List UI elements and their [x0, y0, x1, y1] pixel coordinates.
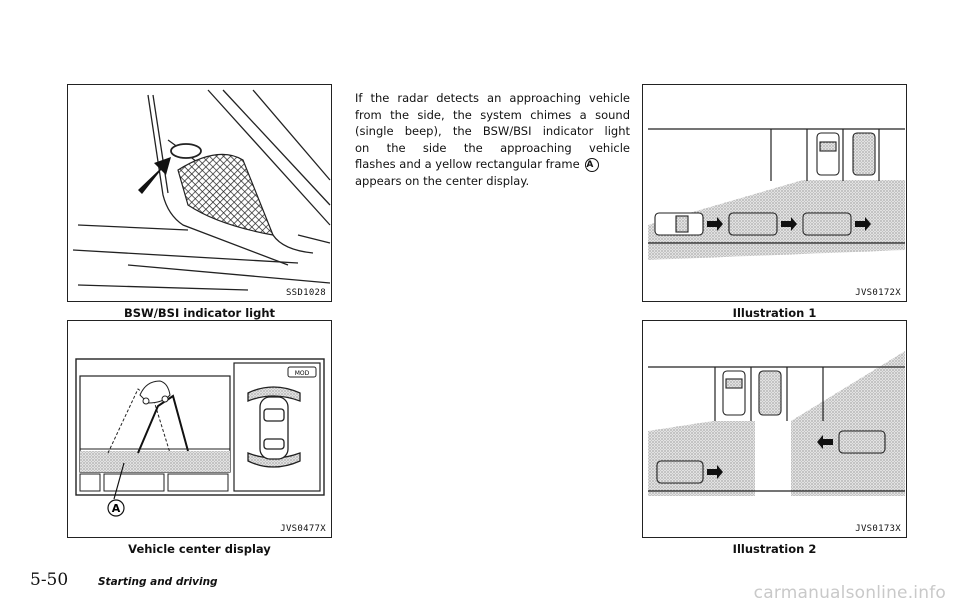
center-display-illustration: A MOD: [75, 358, 325, 517]
figure-bsw-indicator: SSD1028: [67, 84, 332, 302]
figure-caption: Illustration 1: [732, 306, 817, 320]
figure-center-display: A MOD JVS0477X: [67, 320, 332, 538]
body-line: If the radar detects an approaching vehi…: [355, 91, 630, 105]
figure-code: JVS0477X: [280, 524, 326, 534]
watermark: carmanualsonline.info: [753, 583, 946, 603]
body-line: appears on the center display.: [355, 173, 530, 188]
body-line: on the side the approaching vehicle: [355, 140, 630, 155]
body-line: from the side, the system chimes a sound: [355, 107, 630, 122]
illustration-2-drawing: [648, 351, 905, 496]
marker-a: A: [585, 158, 600, 172]
figure-illustration-2: JVS0173X: [642, 320, 907, 538]
figure-code: JVS0172X: [855, 288, 901, 298]
body-line: flashes and a yellow rectangular frame A: [355, 156, 630, 173]
label-a-marker: A: [112, 502, 121, 515]
mod-label: MOD: [295, 370, 310, 377]
figure-caption: BSW/BSI indicator light: [123, 306, 276, 320]
body-text: If the radar detects an approaching vehi…: [355, 90, 630, 189]
body-line: (single beep), the BSW/BSI indicator lig…: [355, 124, 630, 138]
figure-code: SSD1028: [285, 288, 326, 298]
page-number: 5-50: [30, 570, 69, 590]
figure-caption: Vehicle center display: [128, 542, 271, 556]
figure-illustration-1: JVS0172X: [642, 84, 907, 302]
illustration-1-drawing: [648, 128, 905, 260]
bsw-indicator-illustration: [72, 89, 331, 291]
figure-code: JVS0173X: [855, 524, 901, 534]
figure-caption: Illustration 2: [732, 542, 817, 556]
section-title: Starting and driving: [98, 576, 218, 588]
